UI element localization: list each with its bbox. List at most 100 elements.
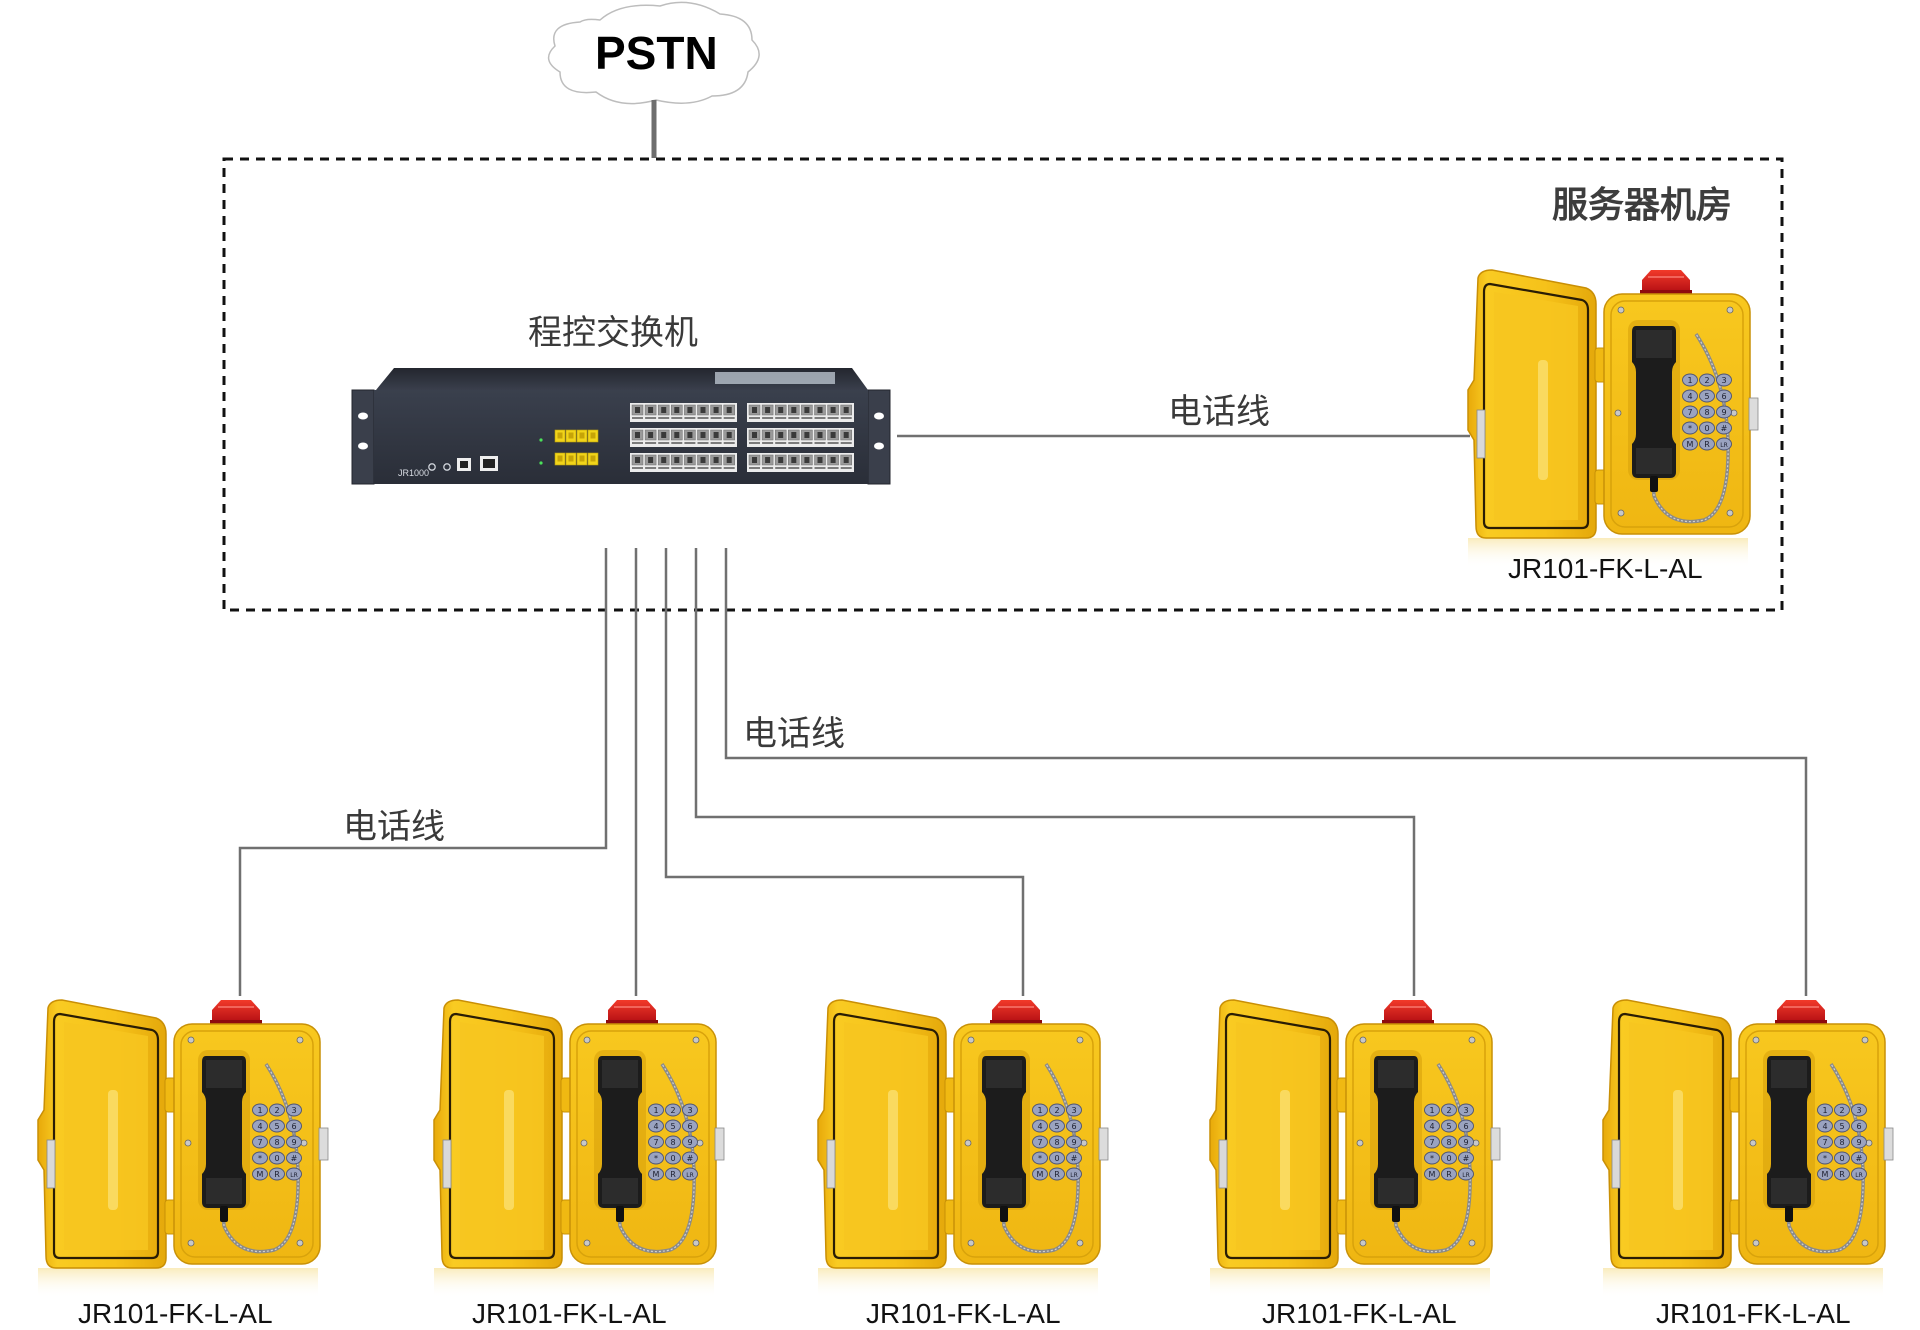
svg-text:2: 2	[1446, 1106, 1451, 1115]
svg-text:3: 3	[1856, 1106, 1861, 1115]
keypad-key: 1	[1032, 1103, 1048, 1117]
keypad-key: 1	[1682, 373, 1698, 387]
keypad-key: 5	[665, 1119, 681, 1133]
keypad-key: M	[1032, 1167, 1048, 1181]
svg-text:M: M	[1429, 1170, 1436, 1179]
cable-label-field-left: 电话线	[343, 807, 445, 847]
keypad-key: #	[1716, 421, 1732, 435]
svg-text:4: 4	[1037, 1122, 1042, 1131]
extension-port	[814, 454, 826, 469]
svg-text:5: 5	[1054, 1122, 1059, 1131]
keypad-key: 8	[1049, 1135, 1065, 1149]
extension-port	[840, 454, 852, 469]
beacon-highlight	[218, 1006, 254, 1008]
pbx-switch-device	[351, 368, 891, 485]
svg-text:9: 9	[291, 1138, 296, 1147]
cable-to-phone-1	[238, 548, 608, 996]
keypad-key: LR	[1066, 1167, 1082, 1181]
extension-port	[801, 454, 813, 469]
field-phone-3-model: JR101-FK-L-AL	[866, 1298, 1061, 1329]
svg-text:7: 7	[1429, 1138, 1434, 1147]
svg-text:*: *	[1038, 1154, 1042, 1163]
svg-text:3: 3	[1721, 376, 1726, 385]
keypad-key: #	[1066, 1151, 1082, 1165]
keypad-key: 8	[1699, 405, 1715, 419]
svg-text:4: 4	[1429, 1122, 1434, 1131]
svg-text:0: 0	[1446, 1154, 1451, 1163]
svg-text:3: 3	[1071, 1106, 1076, 1115]
svg-text:#: #	[1856, 1154, 1863, 1163]
extension-port	[723, 429, 735, 444]
svg-text:8: 8	[274, 1138, 279, 1147]
keypad-key: 5	[1049, 1119, 1065, 1133]
keypad-key: 9	[286, 1135, 302, 1149]
keypad-key: 0	[1834, 1151, 1850, 1165]
svg-text:7: 7	[257, 1138, 262, 1147]
keypad-key: *	[252, 1151, 268, 1165]
keypad-key: 6	[1851, 1119, 1867, 1133]
svg-text:LR: LR	[290, 1172, 298, 1179]
extension-port	[788, 404, 800, 419]
keypad-key: #	[1851, 1151, 1867, 1165]
keypad-key: 0	[1049, 1151, 1065, 1165]
keypad-key: *	[1032, 1151, 1048, 1165]
extension-port	[801, 429, 813, 444]
extension-port	[788, 454, 800, 469]
keypad-key: M	[1682, 437, 1698, 451]
emergency-phone-icon	[816, 998, 1110, 1300]
keypad-key: 0	[1699, 421, 1715, 435]
keypad-key: *	[1424, 1151, 1440, 1165]
extension-port	[761, 454, 774, 469]
svg-text:8: 8	[670, 1138, 675, 1147]
extension-port	[840, 404, 852, 419]
keypad-key: 5	[1834, 1119, 1850, 1133]
svg-text:#: #	[291, 1154, 298, 1163]
svg-text:1: 1	[257, 1106, 262, 1115]
extension-port	[723, 404, 735, 419]
svg-text:1: 1	[1822, 1106, 1827, 1115]
svg-text:2: 2	[670, 1106, 675, 1115]
field-cables	[238, 548, 1808, 996]
svg-text:4: 4	[653, 1122, 658, 1131]
extension-port	[827, 429, 839, 444]
extension-port	[697, 454, 709, 469]
keypad-key: 4	[1682, 389, 1698, 403]
svg-text:*: *	[1430, 1154, 1434, 1163]
beacon-highlight	[998, 1006, 1034, 1008]
keypad-key: 1	[648, 1103, 664, 1117]
svg-text:9: 9	[1463, 1138, 1468, 1147]
extension-port	[671, 454, 683, 469]
keypad-key: 3	[682, 1103, 698, 1117]
keypad-key: 5	[1441, 1119, 1457, 1133]
extension-port	[631, 404, 644, 419]
extension-port	[710, 454, 722, 469]
trunk-port	[587, 429, 599, 443]
svg-text:0: 0	[1839, 1154, 1844, 1163]
keypad-key: 9	[682, 1135, 698, 1149]
svg-text:*: *	[1688, 424, 1692, 433]
emergency-phone-icon	[1466, 268, 1760, 570]
svg-text:M: M	[257, 1170, 264, 1179]
cable-to-phone-3	[664, 548, 1025, 996]
field-phone-5-model: JR101-FK-L-AL	[1656, 1298, 1851, 1329]
svg-text:5: 5	[274, 1122, 279, 1131]
svg-text:6: 6	[1721, 392, 1726, 401]
svg-text:1: 1	[1687, 376, 1692, 385]
svg-text:9: 9	[687, 1138, 692, 1147]
svg-text:0: 0	[274, 1154, 279, 1163]
keypad-key: 5	[1699, 389, 1715, 403]
beacon-highlight	[1390, 1006, 1426, 1008]
svg-text:LR: LR	[686, 1172, 694, 1179]
svg-text:6: 6	[1463, 1122, 1468, 1131]
emergency-phone-icon	[1601, 998, 1895, 1300]
keypad-key: 5	[269, 1119, 285, 1133]
